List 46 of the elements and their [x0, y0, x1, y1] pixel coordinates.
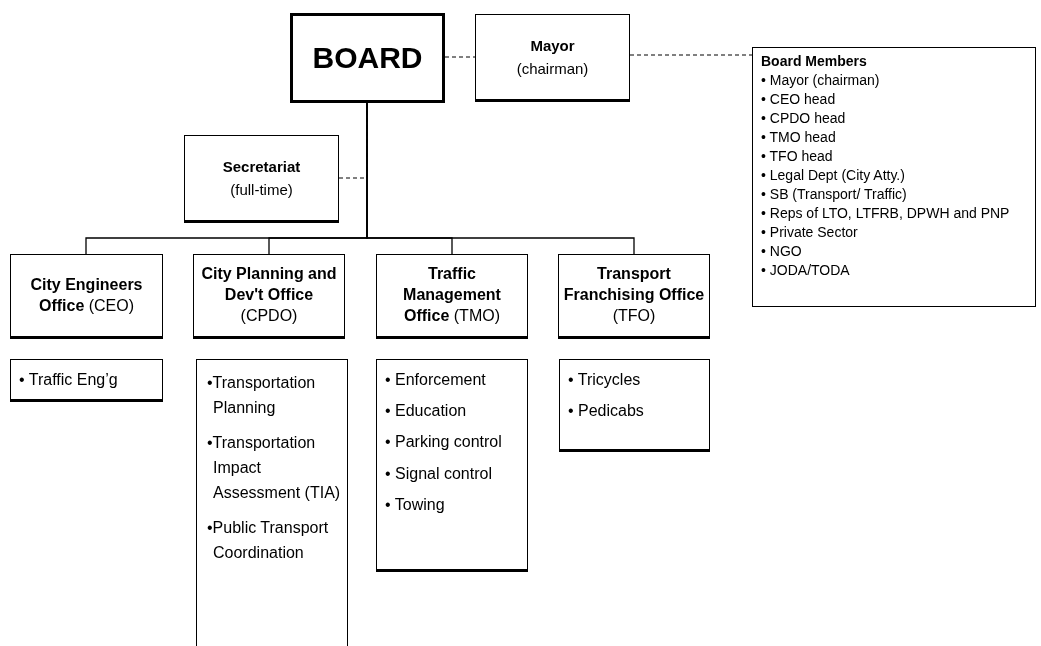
box-title: Board Members	[761, 52, 868, 71]
list-item: •Public Transport Coordination	[207, 518, 330, 563]
list-item: • Traffic Eng’g	[19, 370, 119, 390]
list-item: • CPDO head	[761, 109, 847, 128]
box-title: Traffic Management Office (TMO)	[402, 264, 502, 326]
list-item: • Tricycles	[568, 370, 642, 390]
org-box	[193, 254, 345, 339]
box-title: BOARD	[312, 41, 423, 75]
box-subtitle: (full-time)	[230, 181, 293, 198]
list-item: • TFO head	[761, 147, 834, 166]
org-box	[376, 254, 528, 339]
list-item: • CEO head	[761, 90, 837, 109]
box-title: Transport Franchising Office (TFO)	[562, 264, 706, 326]
org-box	[196, 359, 348, 646]
box-title: Mayor	[530, 37, 575, 54]
list-item: • SB (Transport/ Traffic)	[761, 185, 908, 204]
list-item: • JODA/TODA	[761, 261, 851, 280]
box-subtitle: (chairman)	[516, 60, 589, 77]
list-item: • Parking control	[385, 432, 503, 452]
list-item: •Transportation Planning	[207, 373, 317, 418]
org-box	[290, 13, 445, 103]
box-title: City Planning and Dev't Office (CPDO)	[200, 264, 338, 326]
list-item: •Transportation Impact Assessment (TIA)	[207, 433, 342, 503]
list-item: • Legal Dept (City Atty.)	[761, 166, 906, 185]
list-item: • TMO head	[761, 128, 837, 147]
dashed-connector	[629, 54, 753, 56]
list-item: • NGO	[761, 242, 803, 261]
org-box	[475, 14, 630, 102]
list-item: • Enforcement	[385, 370, 487, 390]
org-box	[10, 359, 163, 402]
box-title: Secretariat	[222, 158, 301, 175]
box-title: City Engineers Office (CEO)	[29, 274, 144, 316]
list-item: • Towing	[385, 494, 446, 514]
org-box	[559, 359, 710, 452]
list-item: • Pedicabs	[568, 401, 645, 421]
dashed-connector	[444, 56, 476, 58]
list-item: • Reps of LTO, LTFRB, DPWH and PNP	[761, 204, 1011, 223]
list-item: • Mayor (chairman)	[761, 71, 881, 90]
list-item: • Signal control	[385, 463, 493, 483]
org-box	[10, 254, 163, 339]
org-box	[558, 254, 710, 339]
list-item: • Private Sector	[761, 223, 859, 242]
org-box	[376, 359, 528, 572]
list-item: • Education	[385, 401, 468, 421]
org-box	[184, 135, 339, 223]
org-box	[752, 47, 1036, 307]
